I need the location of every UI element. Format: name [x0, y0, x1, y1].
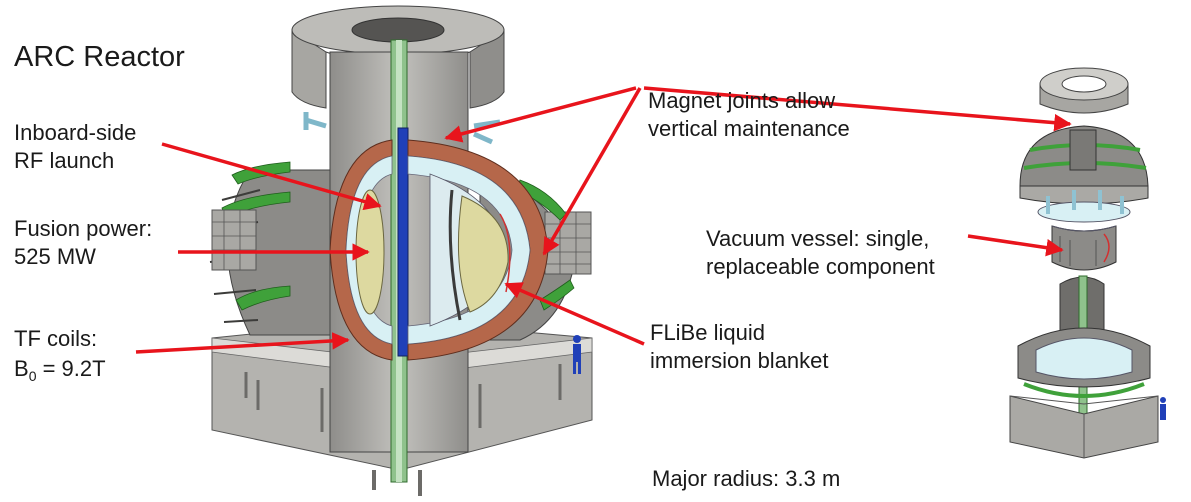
label-b: B	[14, 356, 29, 381]
exploded-view-illustration	[1009, 67, 1166, 459]
label-fusion-power-line1: Fusion power:	[14, 216, 152, 241]
label-b-subscript: 0	[29, 368, 37, 384]
piping	[303, 112, 501, 145]
arrow-inboard-rf	[161, 142, 382, 211]
callout-arrows	[135, 86, 1072, 354]
arrow-magnet-joint-exploded	[643, 86, 1072, 132]
label-flibe-line2: immersion blanket	[650, 348, 829, 373]
text-labels: ARC Reactor Inboard-side RF launch Fusio…	[14, 41, 935, 491]
label-b-value: = 9.2T	[36, 356, 105, 381]
label-fusion-power-line2: 525 MW	[14, 244, 96, 269]
arrow-magnet-joint-top	[444, 86, 637, 143]
label-inboard-rf-line1: Inboard-side	[14, 120, 136, 145]
label-magnet-joints-line1: Magnet joints allow	[648, 88, 835, 113]
exploded-top-ring	[1039, 67, 1129, 114]
top-ring	[291, 5, 505, 109]
outer-shell-left	[209, 161, 346, 336]
arrow-magnet-joint-side	[542, 87, 642, 256]
label-tf-coils-line2: B0 = 9.2T	[14, 356, 106, 384]
exploded-vacuum-vessel	[1037, 190, 1131, 271]
label-tf-coils-line1: TF coils:	[14, 326, 97, 351]
arrow-vacuum-vessel	[967, 234, 1064, 257]
label-major-radius: Major radius: 3.3 m	[652, 466, 840, 491]
tf-coil-right	[407, 139, 549, 361]
label-flibe-line1: FLiBe liquid	[650, 320, 765, 345]
label-vacuum-vessel-line1: Vacuum vessel: single,	[706, 226, 929, 251]
label-vacuum-vessel-line2: replaceable component	[706, 254, 935, 279]
diagram-title: ARC Reactor	[14, 41, 185, 73]
label-inboard-rf-line2: RF launch	[14, 148, 114, 173]
person-icon	[573, 335, 581, 374]
label-magnet-joints-line2: vertical maintenance	[648, 116, 850, 141]
arrow-flibe	[504, 282, 645, 346]
exploded-upper-dome	[1019, 125, 1149, 205]
exploded-lower-assembly	[1009, 275, 1166, 459]
arrow-tf-coils	[135, 332, 350, 354]
